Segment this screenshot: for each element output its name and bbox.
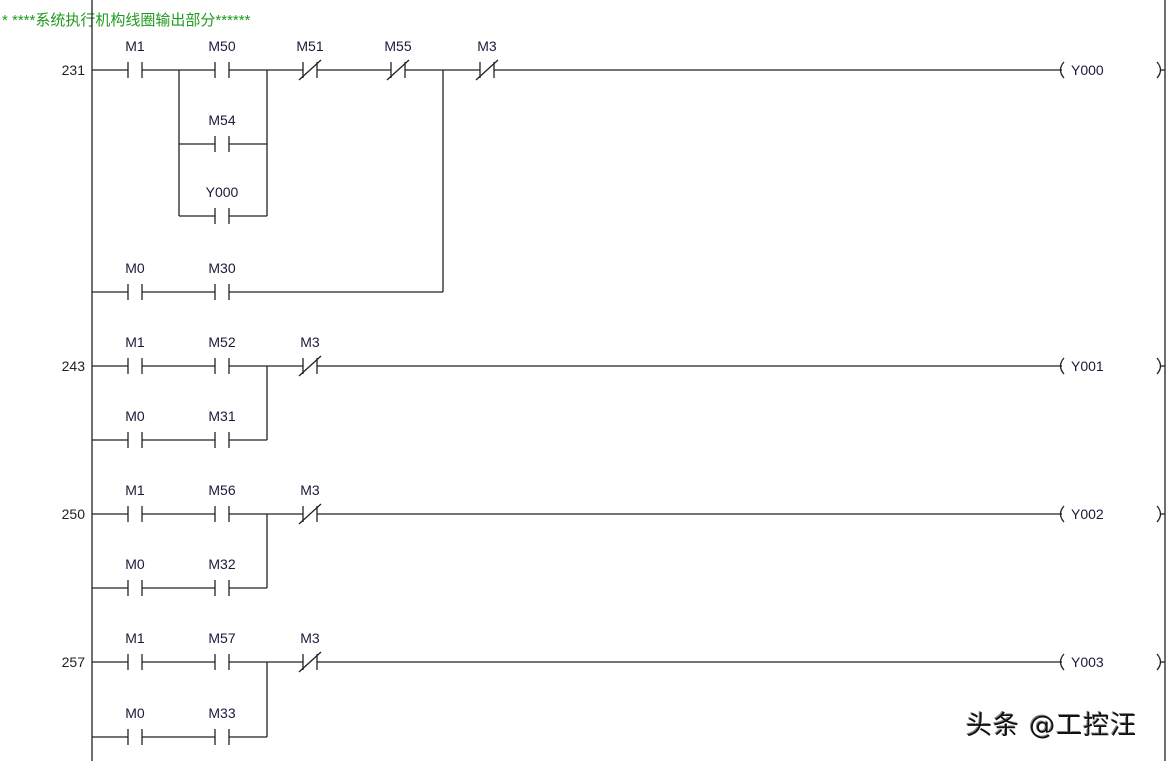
coil-open-paren bbox=[1059, 61, 1065, 79]
no-contact[interactable]: M56 bbox=[208, 482, 236, 522]
coil-label: Y000 bbox=[1071, 62, 1104, 78]
contact-label: M31 bbox=[208, 408, 235, 424]
contact-label: M55 bbox=[384, 38, 411, 54]
contact-label: M57 bbox=[208, 630, 235, 646]
no-contact[interactable]: M0 bbox=[125, 556, 145, 596]
contact-label: M3 bbox=[477, 38, 497, 54]
coil-close-paren bbox=[1156, 357, 1162, 375]
contact-label: M3 bbox=[300, 630, 320, 646]
nc-contact[interactable]: M3 bbox=[298, 630, 322, 673]
contact-label: M3 bbox=[300, 334, 320, 350]
nc-slash bbox=[298, 59, 322, 81]
coil-open-paren bbox=[1059, 505, 1065, 523]
nc-contact[interactable]: M3 bbox=[475, 38, 499, 81]
contact-label: M1 bbox=[125, 482, 145, 498]
contact-label: M51 bbox=[296, 38, 323, 54]
contact-label: M33 bbox=[208, 705, 235, 721]
contact-label: M3 bbox=[300, 482, 320, 498]
coil-close-paren bbox=[1156, 505, 1162, 523]
contact-label: M0 bbox=[125, 408, 145, 424]
section-comment: * ****系统执行机构线圈输出部分****** bbox=[2, 12, 251, 29]
no-contact[interactable]: M0 bbox=[125, 408, 145, 448]
nc-contact[interactable]: M3 bbox=[298, 482, 322, 525]
step-number: 257 bbox=[62, 654, 86, 670]
nc-contact[interactable]: M51 bbox=[296, 38, 324, 81]
contact-label: Y000 bbox=[206, 184, 239, 200]
contact-label: M1 bbox=[125, 334, 145, 350]
step-number: 231 bbox=[62, 62, 86, 78]
output-coil[interactable]: Y000 bbox=[1059, 61, 1166, 79]
no-contact[interactable]: M33 bbox=[208, 705, 236, 745]
contact-label: M52 bbox=[208, 334, 235, 350]
nc-contact[interactable]: M3 bbox=[298, 334, 322, 377]
no-contact[interactable]: Y000 bbox=[206, 184, 239, 224]
coil-label: Y003 bbox=[1071, 654, 1104, 670]
contact-label: M30 bbox=[208, 260, 235, 276]
coil-close-paren bbox=[1156, 61, 1162, 79]
coil-label: Y002 bbox=[1071, 506, 1104, 522]
coil-open-paren bbox=[1059, 653, 1065, 671]
nc-slash bbox=[298, 651, 322, 673]
contact-label: M32 bbox=[208, 556, 235, 572]
no-contact[interactable]: M54 bbox=[208, 112, 236, 152]
output-coil[interactable]: Y002 bbox=[1059, 505, 1166, 523]
no-contact[interactable]: M50 bbox=[208, 38, 236, 78]
nc-slash bbox=[298, 355, 322, 377]
nc-slash bbox=[475, 59, 499, 81]
output-coil[interactable]: Y001 bbox=[1059, 357, 1166, 375]
contact-label: M50 bbox=[208, 38, 235, 54]
output-coil[interactable]: Y003 bbox=[1059, 653, 1166, 671]
no-contact[interactable]: M31 bbox=[208, 408, 236, 448]
no-contact[interactable]: M57 bbox=[208, 630, 236, 670]
no-contact[interactable]: M52 bbox=[208, 334, 236, 374]
coil-label: Y001 bbox=[1071, 358, 1104, 374]
no-contact[interactable]: M0 bbox=[125, 705, 145, 745]
contact-label: M56 bbox=[208, 482, 235, 498]
contact-label: M1 bbox=[125, 38, 145, 54]
contact-label: M0 bbox=[125, 556, 145, 572]
watermark: 头条 @工控汪 bbox=[966, 711, 1138, 741]
nc-contact[interactable]: M55 bbox=[384, 38, 412, 81]
contact-label: M0 bbox=[125, 705, 145, 721]
coil-open-paren bbox=[1059, 357, 1065, 375]
no-contact[interactable]: M1 bbox=[125, 482, 145, 522]
nc-slash bbox=[386, 59, 410, 81]
step-number: 243 bbox=[62, 358, 86, 374]
no-contact[interactable]: M30 bbox=[208, 260, 236, 300]
nc-slash bbox=[298, 503, 322, 525]
step-number: 250 bbox=[62, 506, 86, 522]
contact-label: M1 bbox=[125, 630, 145, 646]
contact-label: M0 bbox=[125, 260, 145, 276]
no-contact[interactable]: M1 bbox=[125, 38, 145, 78]
contact-label: M54 bbox=[208, 112, 235, 128]
coil-close-paren bbox=[1156, 653, 1162, 671]
no-contact[interactable]: M0 bbox=[125, 260, 145, 300]
no-contact[interactable]: M1 bbox=[125, 630, 145, 670]
no-contact[interactable]: M32 bbox=[208, 556, 236, 596]
no-contact[interactable]: M1 bbox=[125, 334, 145, 374]
